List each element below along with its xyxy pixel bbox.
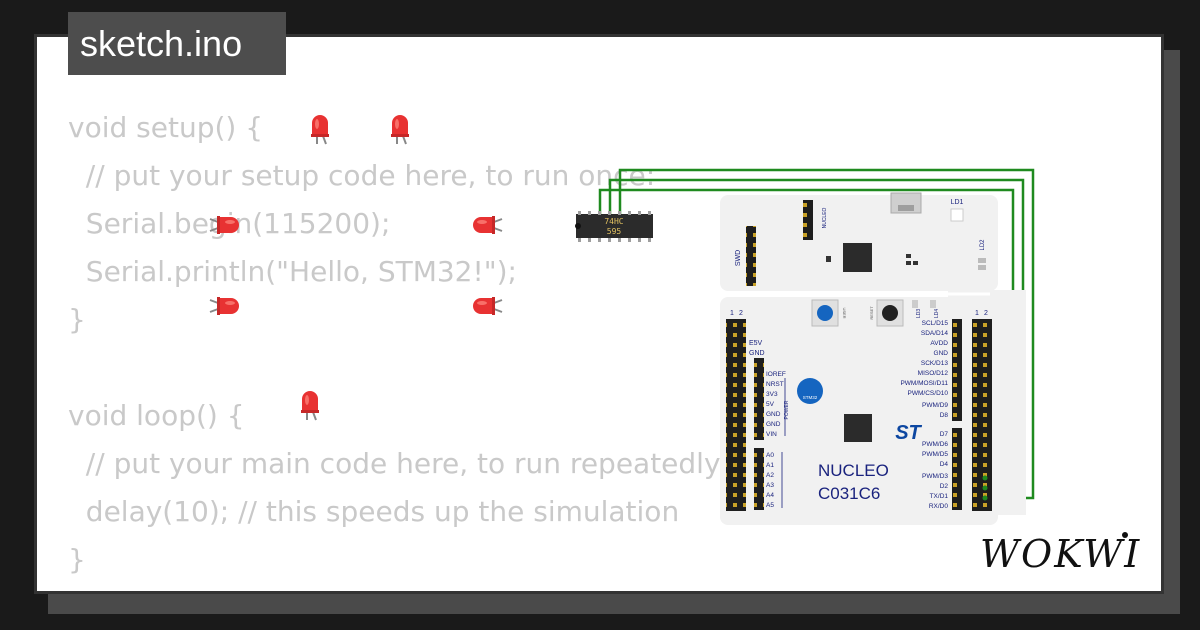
left-pin-2-label: 2: [739, 310, 743, 317]
digital-pin-label: SCK/D13: [921, 360, 948, 367]
digital-pin-labels-lower: D7 PWM/D6 PWM/D5 D4 PWM/D3 D2 TX/D1 RX/D…: [922, 431, 948, 510]
digital-pin-label: D4: [940, 461, 949, 468]
wokwi-logo-text: WOKWI: [980, 532, 1141, 576]
arduino-header-lower: [952, 428, 962, 510]
ld1-led: [950, 208, 964, 222]
mcu-chip: [844, 414, 872, 442]
led[interactable]: [310, 114, 330, 145]
digital-pin-label: SCL/D15: [922, 320, 949, 327]
digital-pin-label: TX/D1: [930, 493, 949, 500]
e5v-label: E5V: [749, 340, 763, 347]
digital-pin-label: PWM/D5: [922, 451, 948, 458]
digital-pin-label: PWM/CS/D10: [908, 390, 949, 397]
led[interactable]: [209, 215, 240, 235]
analog-pin-label: A4: [766, 492, 774, 499]
analog-pin-label: A3: [766, 482, 774, 489]
left-pin-1-label: 1: [730, 310, 734, 317]
power-pin-label: IOREF: [766, 371, 786, 378]
led[interactable]: [472, 215, 503, 235]
analog-pin-label: A1: [766, 462, 774, 469]
ld1-label: LD1: [951, 199, 964, 206]
nucleo-board[interactable]: LD1 LD2 NUCLEO SWD USER RESET LD3 LD4 1 …: [720, 192, 1026, 525]
swd-header: [746, 226, 756, 286]
chip-label: 595: [607, 227, 622, 236]
wokwi-logo: WOKWI: [980, 532, 1141, 576]
gnd-label: GND: [749, 350, 765, 357]
code-line: }: [68, 303, 86, 336]
stm32-logo: [797, 378, 823, 404]
power-pin-label: NRST: [766, 381, 784, 388]
file-tab[interactable]: sketch.ino: [68, 12, 286, 75]
right-pin-2-label: 2: [984, 310, 988, 317]
analog-header: [754, 448, 764, 510]
digital-pin-label: PWM/D6: [922, 441, 948, 448]
code-line: // put your main code here, to run repea…: [68, 447, 728, 480]
digital-pin-label: AVDD: [930, 340, 948, 347]
arduino-header-upper: [952, 319, 962, 421]
nucleo-header: [803, 200, 813, 240]
power-pin-label: VIN: [766, 431, 777, 438]
digital-pin-label: PWM/D3: [922, 473, 948, 480]
left-morpho-header: [726, 319, 746, 511]
power-pin-label: 5V: [766, 401, 775, 408]
code-editor[interactable]: void setup() { // put your setup code he…: [68, 104, 728, 584]
swd-label: SWD: [735, 250, 742, 266]
right-morpho-header: [972, 319, 992, 511]
digital-pin-label: D7: [940, 431, 949, 438]
led[interactable]: [300, 390, 320, 421]
power-pin-label: GND: [766, 421, 781, 428]
board-name: NUCLEO: [818, 461, 889, 480]
shift-register-chip[interactable]: 74HC 595: [575, 211, 653, 242]
digital-pin-label: PWM/D9: [922, 402, 948, 409]
stm32-logo-text: STM32: [803, 395, 818, 400]
user-label: USER: [842, 307, 847, 318]
code-line: void setup() {: [68, 111, 264, 144]
digital-pin-label: D8: [940, 412, 949, 419]
chip-label: 74HC: [604, 217, 623, 226]
power-pin-label: 3V3: [766, 391, 778, 398]
reset-label: RESET: [869, 306, 874, 320]
led[interactable]: [472, 296, 503, 316]
st-logo: ST: [895, 422, 922, 444]
power-header: [754, 358, 764, 440]
digital-pin-label: D2: [940, 483, 949, 490]
ld2-label: LD2: [980, 239, 986, 251]
power-pin-label: GND: [766, 411, 781, 418]
analog-pin-label: A2: [766, 472, 774, 479]
right-pin-1-label: 1: [975, 310, 979, 317]
code-line: // put your setup code here, to run once…: [68, 159, 656, 192]
analog-pin-label: A0: [766, 452, 774, 459]
digital-pin-label: GND: [934, 350, 949, 357]
analog-pin-labels: A0 A1 A2 A3 A4 A5: [766, 452, 774, 509]
digital-pin-label: SDA/D14: [921, 330, 948, 337]
led[interactable]: [209, 296, 240, 316]
power-label: POWER: [784, 400, 790, 419]
file-tab-name: sketch.ino: [80, 23, 243, 64]
digital-pin-labels-upper: SCL/D15 SDA/D14 AVDD GND SCK/D13 MISO/D1…: [900, 320, 948, 419]
code-line: }: [68, 543, 86, 576]
stlink-chip: [843, 243, 872, 272]
ld3-label: LD3: [916, 309, 922, 318]
digital-pin-label: MISO/D12: [918, 370, 949, 377]
nucleo-label: NUCLEO: [822, 207, 828, 228]
digital-pin-label: RX/D0: [929, 503, 949, 510]
led[interactable]: [390, 114, 410, 145]
code-line: delay(10); // this speeds up the simulat…: [68, 495, 680, 528]
board-model: C031C6: [818, 484, 880, 503]
digital-pin-label: PWM/MOSI/D11: [900, 380, 948, 387]
code-line: Serial.println("Hello, STM32!");: [68, 255, 517, 288]
analog-pin-label: A5: [766, 502, 774, 509]
code-line: void loop() {: [68, 399, 245, 432]
power-pin-labels: IOREF NRST 3V3 5V GND GND VIN: [766, 371, 786, 438]
ld4-label: LD4: [934, 309, 940, 318]
